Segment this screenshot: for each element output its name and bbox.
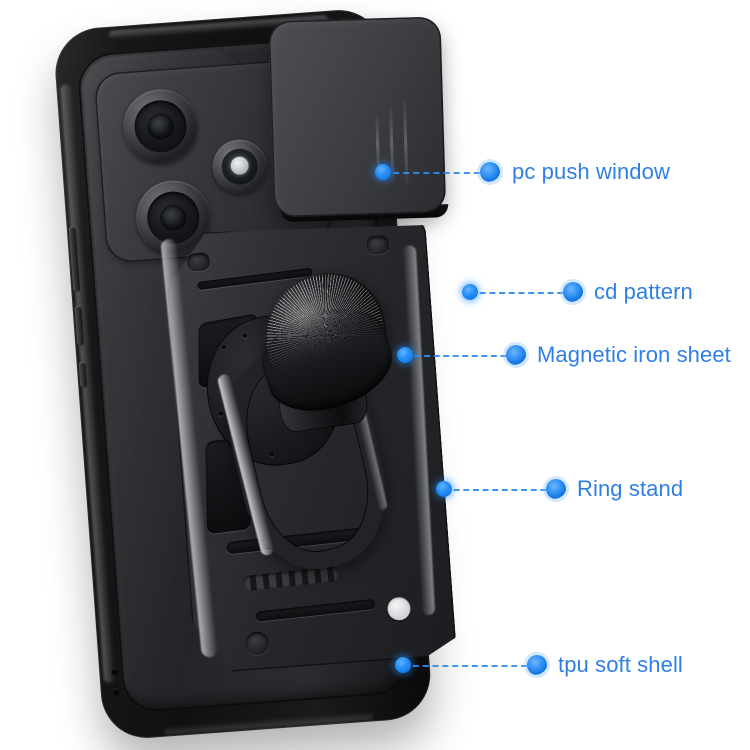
callout-label-tpu-soft-shell: tpu soft shell xyxy=(558,652,683,677)
callout-marker-ring-stand[interactable] xyxy=(546,479,566,499)
callout-label-ring-stand: Ring stand xyxy=(577,476,684,501)
camera-slide-cover xyxy=(268,16,447,218)
callout-line-ring-stand xyxy=(444,489,556,491)
product-photo xyxy=(0,0,540,750)
callout-line-magnetic-iron-sheet xyxy=(405,355,516,357)
callout-label-magnetic-iron-sheet: Magnetic iron sheet xyxy=(537,342,731,367)
callout-line-tpu-soft-shell xyxy=(403,665,537,667)
callout-label-pc-push-window: pc push window xyxy=(512,159,670,184)
callout-marker-magnetic-iron-sheet[interactable] xyxy=(506,345,526,365)
callout-marker-pc-push-window[interactable] xyxy=(480,162,500,182)
lens-glint xyxy=(165,209,174,216)
callout-marker-cd-pattern[interactable] xyxy=(563,282,583,302)
callout-line-pc-push-window xyxy=(383,172,490,174)
armor-notch xyxy=(186,252,211,272)
callout-marker-tpu-soft-shell[interactable] xyxy=(527,655,547,675)
camera-flash xyxy=(229,156,250,176)
lens-glint xyxy=(152,118,161,124)
armor-notch xyxy=(366,234,390,255)
callout-label-cd-pattern: cd pattern xyxy=(594,279,693,304)
phone-case xyxy=(52,6,433,744)
callout-line-cd-pattern xyxy=(470,292,573,294)
